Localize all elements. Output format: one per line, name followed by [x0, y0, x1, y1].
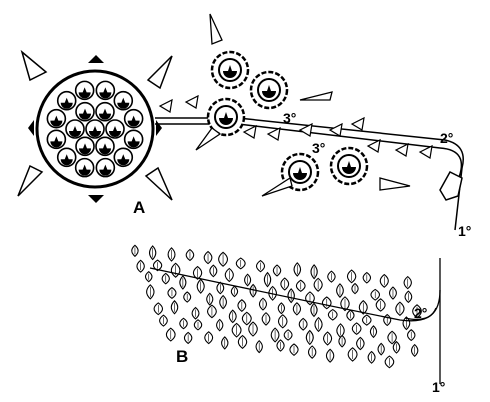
order-label-2-a: 2°: [440, 130, 453, 146]
order-label-1-a: 1°: [458, 223, 471, 239]
panel-a: A 3° 3° 2° 1°: [17, 13, 471, 239]
small-sections: [206, 50, 369, 192]
order-label-1-b: 1°: [432, 379, 445, 395]
order-label-2-b: 2°: [414, 305, 427, 321]
order-label-3-upper: 3°: [283, 110, 296, 126]
vascular-cells: [46, 80, 144, 178]
scale-leaves-around-section: [17, 49, 173, 201]
panel-a-label: A: [133, 198, 145, 217]
order-label-3-lower: 3°: [312, 140, 325, 156]
panel-b-label: B: [176, 347, 188, 366]
axis-leaves: [158, 94, 433, 159]
bud-leaves: [195, 13, 411, 197]
leaf-cluster: [131, 244, 422, 369]
panel-b: B 2° 1°: [131, 244, 445, 395]
cross-section: [28, 55, 162, 203]
